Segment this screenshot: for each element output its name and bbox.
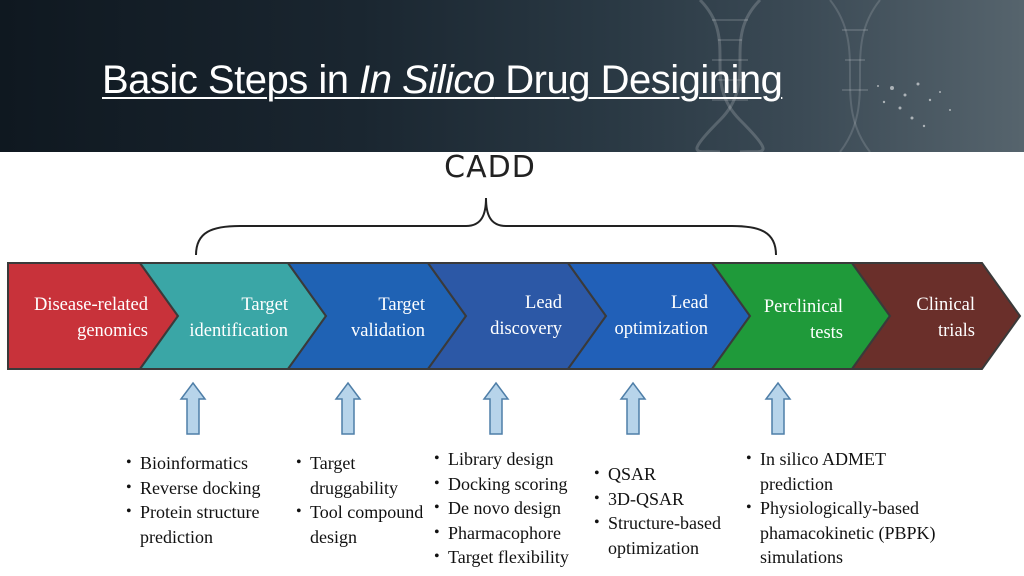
list-item: Target flexibility	[434, 545, 569, 570]
list-item: QSAR	[594, 462, 721, 487]
cadd-label: CADD	[444, 150, 536, 185]
list-item: Reverse docking	[126, 476, 260, 501]
slide-header: Basic Steps in In Silico Drug Desigining	[0, 0, 1024, 152]
up-arrow-icon	[482, 381, 510, 435]
list-item: Docking scoring	[434, 472, 569, 497]
up-arrow-icon	[334, 381, 362, 435]
process-chevrons	[7, 262, 1022, 370]
list-item: Pharmacophore	[434, 521, 569, 546]
detail-arrows	[179, 381, 792, 435]
slide-title: Basic Steps in In Silico Drug Desigining	[102, 58, 783, 102]
list-item: Bioinformatics	[126, 451, 260, 476]
list-item: De novo design	[434, 496, 569, 521]
detail-list-target-identification: Bioinformatics Reverse docking Protein s…	[126, 451, 260, 549]
up-arrow-icon	[619, 381, 647, 435]
dna-helix-background	[695, 0, 951, 152]
up-arrow-icon	[179, 381, 207, 435]
up-arrow-icon	[764, 381, 792, 435]
chevron-clinical-trials	[850, 262, 1022, 370]
list-item: 3D-QSAR	[594, 487, 721, 512]
detail-list-lead-discovery: Library design Docking scoring De novo d…	[434, 447, 569, 570]
list-item: Library design	[434, 447, 569, 472]
cadd-bracket	[195, 197, 777, 256]
